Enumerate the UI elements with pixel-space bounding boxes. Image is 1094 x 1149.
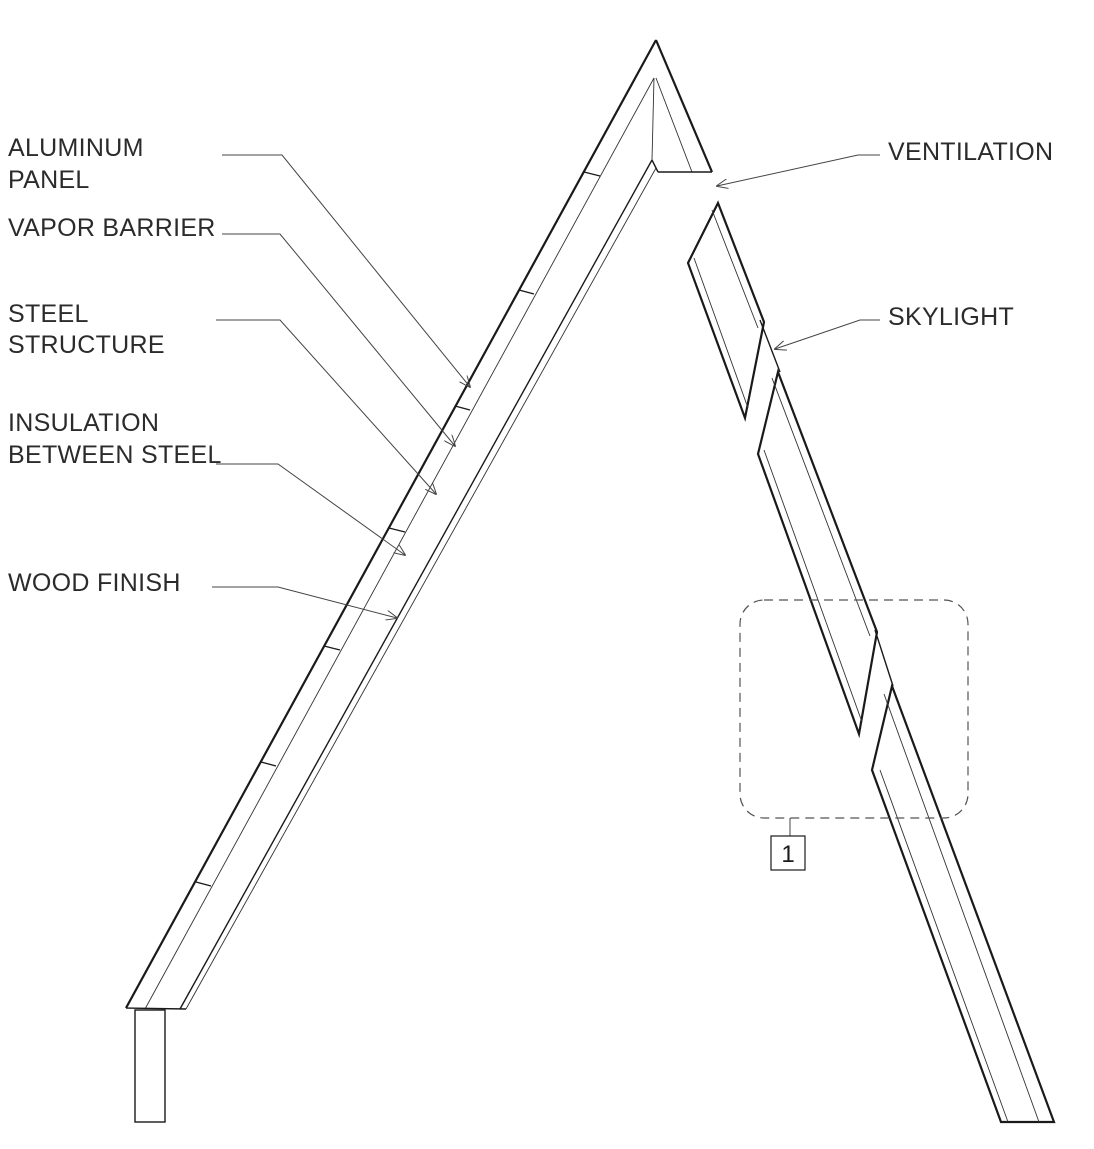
roof-apex xyxy=(651,39,714,173)
label-aluminum-panel-line2: PANEL xyxy=(8,166,90,194)
detail-callout: 1 xyxy=(739,599,969,871)
label-insulation-line2: BETWEEN STEEL xyxy=(8,441,222,469)
aluminum-panel-outer-edge xyxy=(125,39,657,1009)
detail-tag: 1 xyxy=(781,841,794,868)
apex-right-edge xyxy=(654,39,714,173)
label-steel-structure-line1: STEEL xyxy=(8,300,89,328)
label-wood-finish: WOOD FINISH xyxy=(8,569,181,597)
label-vapor-barrier: VAPOR BARRIER xyxy=(8,214,216,242)
label-insulation-line1: INSULATION xyxy=(8,409,159,437)
label-aluminum-panel-line1: ALUMINUM xyxy=(8,134,144,162)
labels: ALUMINUM PANEL VAPOR BARRIER STEEL STRUC… xyxy=(8,134,1053,597)
steel-structure-line xyxy=(179,159,653,1010)
left-roof-slope xyxy=(125,39,657,1010)
right-slope-lower-panel xyxy=(870,682,1056,1124)
wood-finish-line xyxy=(185,167,657,1010)
detail-tag-box xyxy=(770,835,806,871)
support-column xyxy=(134,1009,166,1123)
label-steel-structure-line2: STRUCTURE xyxy=(8,331,165,359)
label-skylight: SKYLIGHT xyxy=(888,303,1014,331)
leaders-left xyxy=(212,154,470,618)
skylight-panel-upper xyxy=(686,200,766,423)
label-ventilation: VENTILATION xyxy=(888,138,1053,166)
skylight-panel-middle xyxy=(756,368,879,739)
vapor-barrier-line xyxy=(144,77,655,1010)
right-roof-slope xyxy=(686,200,1056,1124)
left-slope-base xyxy=(125,1007,187,1010)
panel-joints xyxy=(195,171,601,887)
leaders-right xyxy=(717,154,880,349)
detail-frame xyxy=(739,599,969,819)
